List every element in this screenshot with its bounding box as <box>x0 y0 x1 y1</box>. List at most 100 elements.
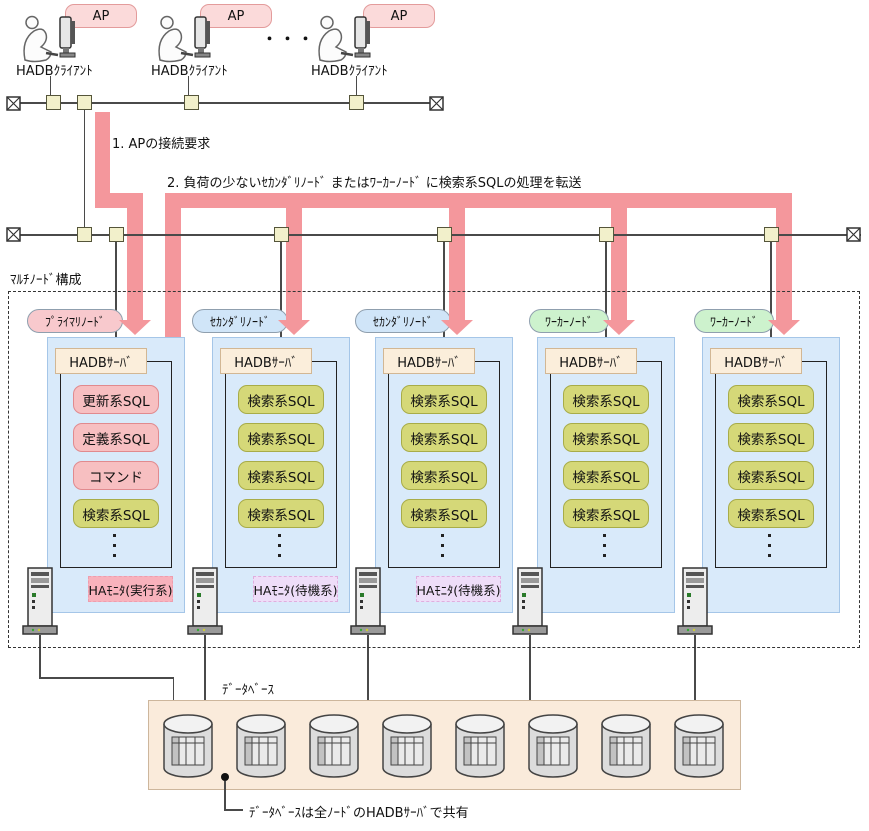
network-terminator-icon <box>6 227 21 242</box>
ellipsis-dots <box>278 527 281 557</box>
ellipsis-dots <box>768 527 771 557</box>
sql-box: 検索系SQL <box>73 499 159 528</box>
sql-label: 検索系SQL <box>572 393 640 410</box>
sql-box: 検索系SQL <box>563 461 649 490</box>
sql-label: 検索系SQL <box>247 507 315 524</box>
sql-box: 検索系SQL <box>238 499 324 528</box>
database-cylinder-icon <box>674 714 724 778</box>
sql-box: 検索系SQL <box>238 461 324 490</box>
client-workstation-icon <box>23 15 76 63</box>
flow2-horizontal-band <box>165 193 792 208</box>
client-label: HADBｸﾗｲｱﾝﾄ <box>151 64 228 79</box>
sql-box: 検索系SQL <box>238 385 324 414</box>
flow1-stem <box>95 112 110 208</box>
note-connector-line <box>224 781 226 810</box>
sql-label: 検索系SQL <box>737 393 805 410</box>
database-cylinder-icon <box>455 714 505 778</box>
db-link-line <box>204 635 206 700</box>
network-connector <box>436 227 452 242</box>
server-tower-icon <box>512 567 548 635</box>
node-network-line <box>443 241 445 337</box>
server-tower-icon <box>187 567 223 635</box>
sql-label: 検索系SQL <box>82 507 150 524</box>
hadb-server-text: HADBｻｰﾊﾞ <box>559 355 623 371</box>
network-connector <box>273 227 289 242</box>
node-type-text: ｾｶﾝﾀﾞﾘﾉｰﾄﾞ <box>372 314 433 329</box>
flow2-arrowhead <box>441 320 473 335</box>
hadb-server-label: HADBｻｰﾊﾞ <box>710 348 802 374</box>
node-type-label-worker: ﾜｰｶｰﾉｰﾄﾞ <box>529 309 609 333</box>
sql-box: コマンド <box>73 461 159 490</box>
sql-label: コマンド <box>89 469 143 486</box>
client-workstation-icon <box>318 15 371 63</box>
note-anchor-dot <box>221 773 229 781</box>
node-type-text: ﾜｰｶｰﾉｰﾄﾞ <box>709 314 758 329</box>
hadb-server-label: HADBｻｰﾊﾞ <box>55 348 147 374</box>
node-type-text: ﾌﾟﾗｲﾏﾘﾉｰﾄﾞ <box>44 314 105 329</box>
network-connector <box>763 227 779 242</box>
ha-monitor-box: HAﾓﾆﾀ(待機系) <box>253 576 338 602</box>
sql-label: 検索系SQL <box>572 469 640 486</box>
sql-box: 検索系SQL <box>401 423 487 452</box>
client1-network-stub <box>49 76 51 103</box>
sql-box: 検索系SQL <box>563 423 649 452</box>
multinode-title: ﾏﾙﾁﾉｰﾄﾞ構成 <box>10 273 82 288</box>
sql-box: 検索系SQL <box>728 423 814 452</box>
ap-label: AP <box>227 8 245 24</box>
client2-network-stub <box>187 76 189 103</box>
flow2-arrow-stem <box>611 193 627 320</box>
ha-monitor-box: HAﾓﾆﾀ(待機系) <box>416 576 501 602</box>
ap-box: AP <box>65 4 137 28</box>
ellipsis-dots <box>441 527 444 557</box>
db-link-line <box>172 677 174 700</box>
sql-label: 検索系SQL <box>410 507 478 524</box>
client-label: HADBｸﾗｲｱﾝﾄ <box>311 64 388 79</box>
sql-box: 検索系SQL <box>563 499 649 528</box>
ha-monitor-label: HAﾓﾆﾀ(待機系) <box>416 582 501 598</box>
client-label: HADBｸﾗｲｱﾝﾄ <box>16 64 93 79</box>
sql-label: 検索系SQL <box>410 431 478 448</box>
flow2-arrow-stem <box>449 193 465 320</box>
node-network-line <box>770 241 772 337</box>
node-type-label-worker: ﾜｰｶｰﾉｰﾄﾞ <box>694 309 774 333</box>
sql-box: 検索系SQL <box>728 461 814 490</box>
sql-label: 検索系SQL <box>247 431 315 448</box>
network-line-2 <box>8 234 861 236</box>
hadb-server-label: HADBｻｰﾊﾞ <box>545 348 637 374</box>
db-link-line <box>39 635 41 678</box>
network-connector <box>108 227 124 242</box>
ap-label: AP <box>390 8 408 24</box>
client3-network-stub <box>355 76 357 103</box>
hadb-server-label: HADBｻｰﾊﾞ <box>220 348 312 374</box>
sql-label: 検索系SQL <box>410 469 478 486</box>
note-connector-line <box>224 809 244 811</box>
node-network-line <box>115 241 117 337</box>
flow2-arrowhead <box>278 320 310 335</box>
sql-box: 検索系SQL <box>728 385 814 414</box>
inter-network-link <box>83 110 85 229</box>
flow2-arrowhead <box>603 320 635 335</box>
network-connector <box>46 95 61 110</box>
multinode-boundary <box>8 291 860 648</box>
ellipsis-dots <box>603 527 606 557</box>
ha-monitor-box: HAﾓﾆﾀ(実行系) <box>88 576 173 602</box>
sql-box: 更新系SQL <box>73 385 159 414</box>
sql-label: 検索系SQL <box>247 469 315 486</box>
network-connector <box>77 95 92 110</box>
sql-box: 検索系SQL <box>401 461 487 490</box>
hadb-server-text: HADBｻｰﾊﾞ <box>234 355 298 371</box>
network-connector <box>349 95 364 110</box>
ha-monitor-label: HAﾓﾆﾀ(実行系) <box>88 582 173 598</box>
flow2-arrowhead <box>768 320 800 335</box>
sql-label: 更新系SQL <box>82 393 150 410</box>
network-terminator-icon <box>846 227 861 242</box>
sql-label: 検索系SQL <box>572 431 640 448</box>
database-cylinder-icon <box>382 714 432 778</box>
network-connector <box>76 227 92 242</box>
flow1-arrow-stem <box>127 193 143 320</box>
database-cylinder-icon <box>236 714 286 778</box>
ap-label: AP <box>92 8 110 24</box>
node-network-line <box>280 241 282 337</box>
flow-step2-annotation: 2. 負荷の少ないｾｶﾝﾀﾞﾘﾉｰﾄﾞ またはﾜｰｶｰﾉｰﾄﾞ に検索系SQLの… <box>167 176 582 191</box>
